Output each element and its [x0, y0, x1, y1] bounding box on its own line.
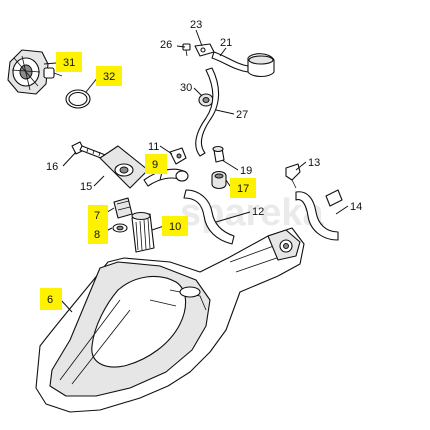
part-31-assembly[interactable]: [7, 49, 63, 95]
callout-17: 17: [237, 183, 249, 195]
part-8-washer[interactable]: [112, 223, 128, 233]
part-19-nipple[interactable]: [212, 145, 225, 163]
callout-23: 23: [190, 19, 202, 31]
callout-10-box: [162, 216, 188, 236]
callout-31-box: [56, 52, 82, 72]
callout-7-box: [88, 205, 108, 225]
callout-13: 13: [308, 157, 320, 169]
callout-32: 32: [103, 71, 115, 83]
callout-19: 19: [240, 165, 252, 177]
part-9-intake-hose[interactable]: [143, 168, 189, 187]
callout-16: 16: [46, 161, 58, 173]
callout-12: 12: [252, 206, 264, 218]
callout-32-box: [96, 66, 122, 86]
part-vent-valve[interactable]: [247, 53, 275, 78]
callout-6-box: [40, 288, 62, 310]
part-10-fuel-filter[interactable]: [131, 211, 155, 253]
callout-30: 30: [180, 82, 192, 94]
part-16-bolt[interactable]: [71, 141, 109, 161]
leader-lines: [43, 29, 349, 313]
part-27-fuel-hose[interactable]: [195, 67, 220, 157]
callout-21: 21: [220, 37, 232, 49]
callout-8: 8: [94, 229, 100, 241]
part-11-fitting[interactable]: [169, 147, 187, 165]
part-7-filter-cap[interactable]: [113, 197, 133, 219]
part-6-tank-housing[interactable]: [35, 227, 305, 413]
callout-27: 27: [236, 109, 248, 121]
part-14-hose[interactable]: [295, 189, 343, 241]
callout-10: 10: [169, 221, 181, 233]
callout-15: 15: [80, 181, 92, 193]
callout-14: 14: [350, 201, 362, 213]
part-17-grommet[interactable]: [211, 170, 227, 190]
part-13-fitting[interactable]: [285, 163, 301, 189]
part-15-plate[interactable]: [99, 145, 149, 189]
callout-7: 7: [94, 210, 100, 222]
part-23-bracket[interactable]: [194, 43, 215, 57]
callout-6: 6: [47, 294, 53, 306]
part-12-hose[interactable]: [183, 189, 235, 245]
part-30-grommet[interactable]: [198, 93, 214, 107]
part-32-o-ring[interactable]: [65, 89, 91, 109]
callout-labels: 23 26 21 31 32 30 27 16 11 9 19 13 15 17…: [40, 19, 362, 310]
part-26-screw[interactable]: [182, 43, 191, 57]
callout-26: 26: [160, 39, 172, 51]
callout-17-box: [230, 178, 256, 198]
callout-31: 31: [63, 57, 75, 69]
part-21-hose[interactable]: [211, 51, 249, 73]
callout-9: 9: [152, 159, 158, 171]
callout-9-box: [145, 154, 167, 174]
callout-8-box: [88, 224, 108, 244]
callout-11: 11: [148, 141, 159, 153]
